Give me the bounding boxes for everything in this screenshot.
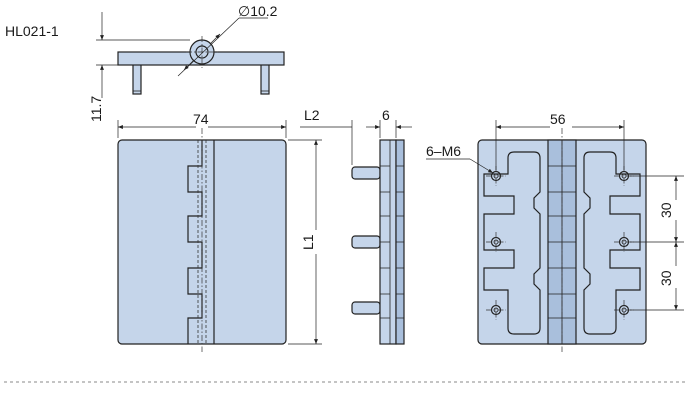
model-label: HL021-1	[5, 23, 59, 39]
mounting-holes	[486, 166, 634, 320]
rear-view-pocket-left	[483, 151, 541, 335]
rear-view: 6–M6 56 30 30	[426, 111, 684, 352]
front-view: 74 L1	[117, 111, 322, 352]
overall-length-label: L1	[300, 234, 316, 250]
side-view: L2 6	[300, 107, 412, 345]
hole-spacing-horizontal-label: 56	[550, 111, 566, 127]
leaf-thickness-label: 6	[382, 107, 390, 123]
hole-spacing-vertical-label-2: 30	[658, 270, 674, 286]
top-view-stud-right	[260, 63, 270, 95]
side-view-pin-top	[351, 166, 381, 180]
top-view-stud-left	[132, 63, 142, 95]
top-view: ∅10.2 11.7	[88, 3, 285, 122]
overall-width-label: 74	[193, 111, 209, 127]
rear-view-pocket-right	[583, 151, 641, 335]
hole-spacing-vertical-label-1: 30	[658, 202, 674, 218]
pin-length-label: L2	[304, 107, 320, 123]
pin-diameter-label: ∅10.2	[238, 3, 278, 19]
side-view-pin-bottom	[351, 301, 381, 315]
side-view-pin-middle	[351, 235, 381, 249]
thread-callout-label: 6–M6	[426, 143, 461, 159]
top-height-label: 11.7	[88, 96, 104, 122]
